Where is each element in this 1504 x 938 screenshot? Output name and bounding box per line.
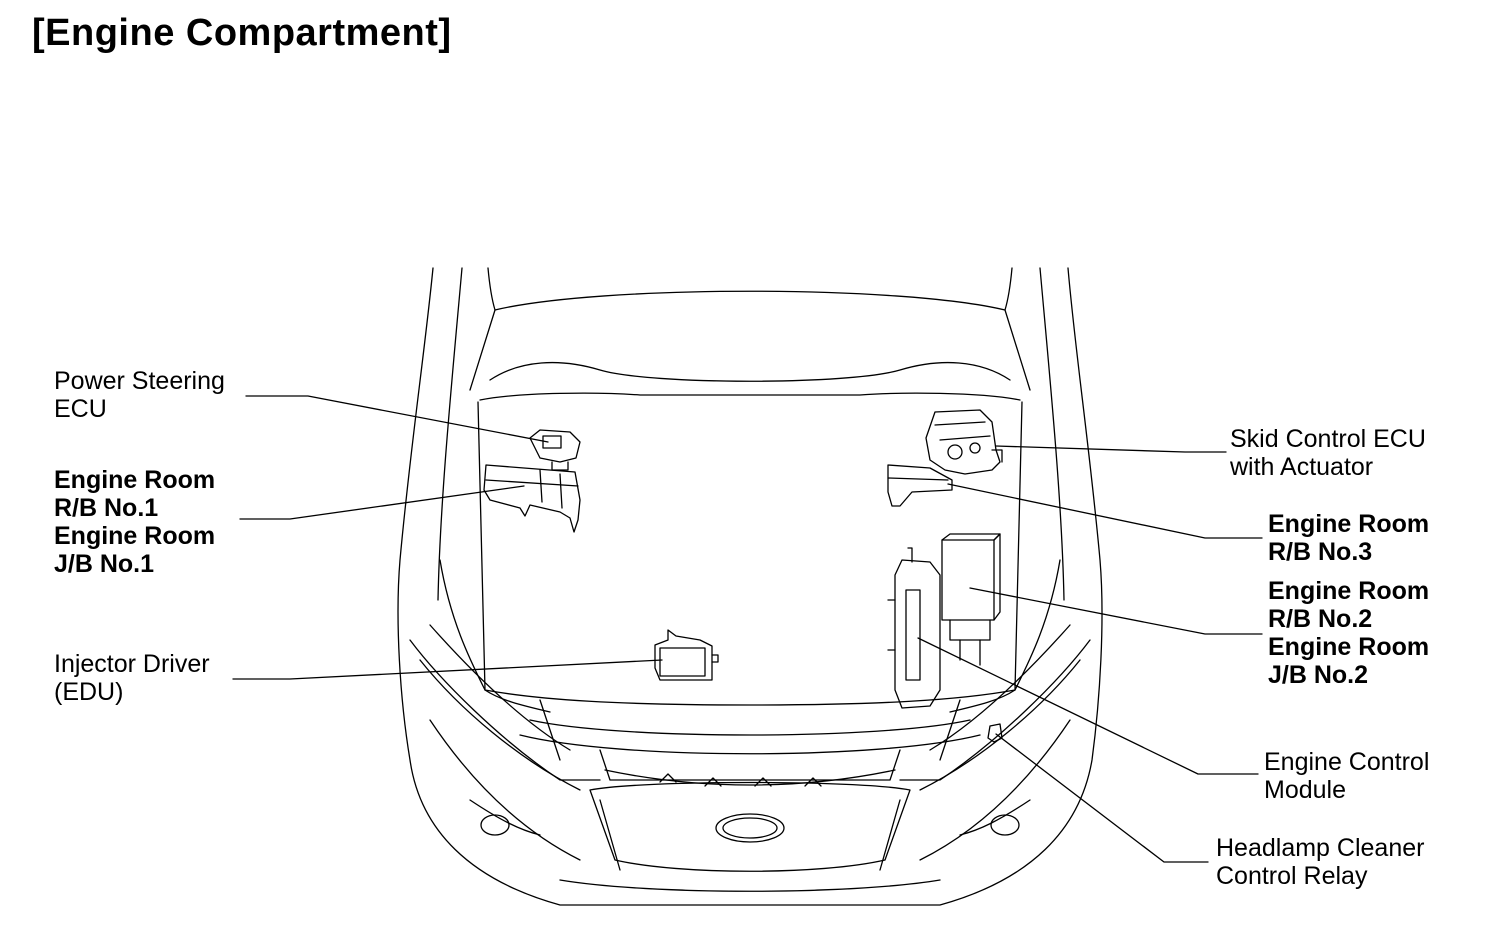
label-injector-driver: Injector Driver (EDU) xyxy=(54,650,210,706)
page-title: [Engine Compartment] xyxy=(32,12,452,54)
label-line: Engine Room xyxy=(54,522,216,550)
car-body-outline xyxy=(397,267,1103,906)
label-engine-room-rb-no1: Engine Room R/B No.1 Engine Room J/B No.… xyxy=(54,466,215,578)
label-line: J/B No.1 xyxy=(54,550,155,578)
engine-room-rb-no1-component xyxy=(483,464,581,533)
label-line: R/B No.3 xyxy=(1268,538,1373,566)
label-engine-room-rb-no3: Engine Room R/B No.3 xyxy=(1268,510,1429,566)
label-power-steering-ecu: Power Steering ECU xyxy=(54,367,225,423)
label-line: J/B No.2 xyxy=(1268,661,1369,689)
engine-control-module-component xyxy=(887,547,941,709)
label-line: Skid Control ECU xyxy=(1230,425,1426,453)
engine-room-rb-no3-component xyxy=(887,464,953,507)
label-line: Control Relay xyxy=(1216,862,1368,890)
engine-room-rb-no2-component xyxy=(941,533,1001,666)
label-line: Engine Room xyxy=(1268,577,1430,605)
label-headlamp-cleaner-relay: Headlamp Cleaner Control Relay xyxy=(1216,834,1424,890)
leader-lines xyxy=(232,395,1263,863)
label-engine-room-rb-no2: Engine Room R/B No.2 Engine Room J/B No.… xyxy=(1268,577,1429,689)
headlamp-cleaner-relay-component xyxy=(987,723,1003,743)
label-line: Module xyxy=(1264,776,1346,804)
label-line: Headlamp Cleaner xyxy=(1216,834,1425,862)
label-line: Engine Room xyxy=(1268,633,1430,661)
label-line: (EDU) xyxy=(54,678,124,706)
label-engine-control-module: Engine Control Module xyxy=(1264,748,1429,804)
label-line: Injector Driver xyxy=(54,650,210,678)
label-skid-control-ecu: Skid Control ECU with Actuator xyxy=(1230,425,1426,481)
injector-driver-component xyxy=(654,629,719,681)
power-steering-ecu-component xyxy=(529,429,581,471)
label-line: Engine Control xyxy=(1264,748,1430,776)
label-line: R/B No.2 xyxy=(1268,605,1373,633)
label-line: Engine Room xyxy=(54,466,216,494)
label-line: Power Steering xyxy=(54,367,225,395)
label-line: Engine Room xyxy=(1268,510,1430,538)
skid-control-ecu-component xyxy=(925,409,1003,475)
label-line: R/B No.1 xyxy=(54,494,159,522)
label-line: ECU xyxy=(54,395,107,423)
label-line: with Actuator xyxy=(1230,453,1374,481)
